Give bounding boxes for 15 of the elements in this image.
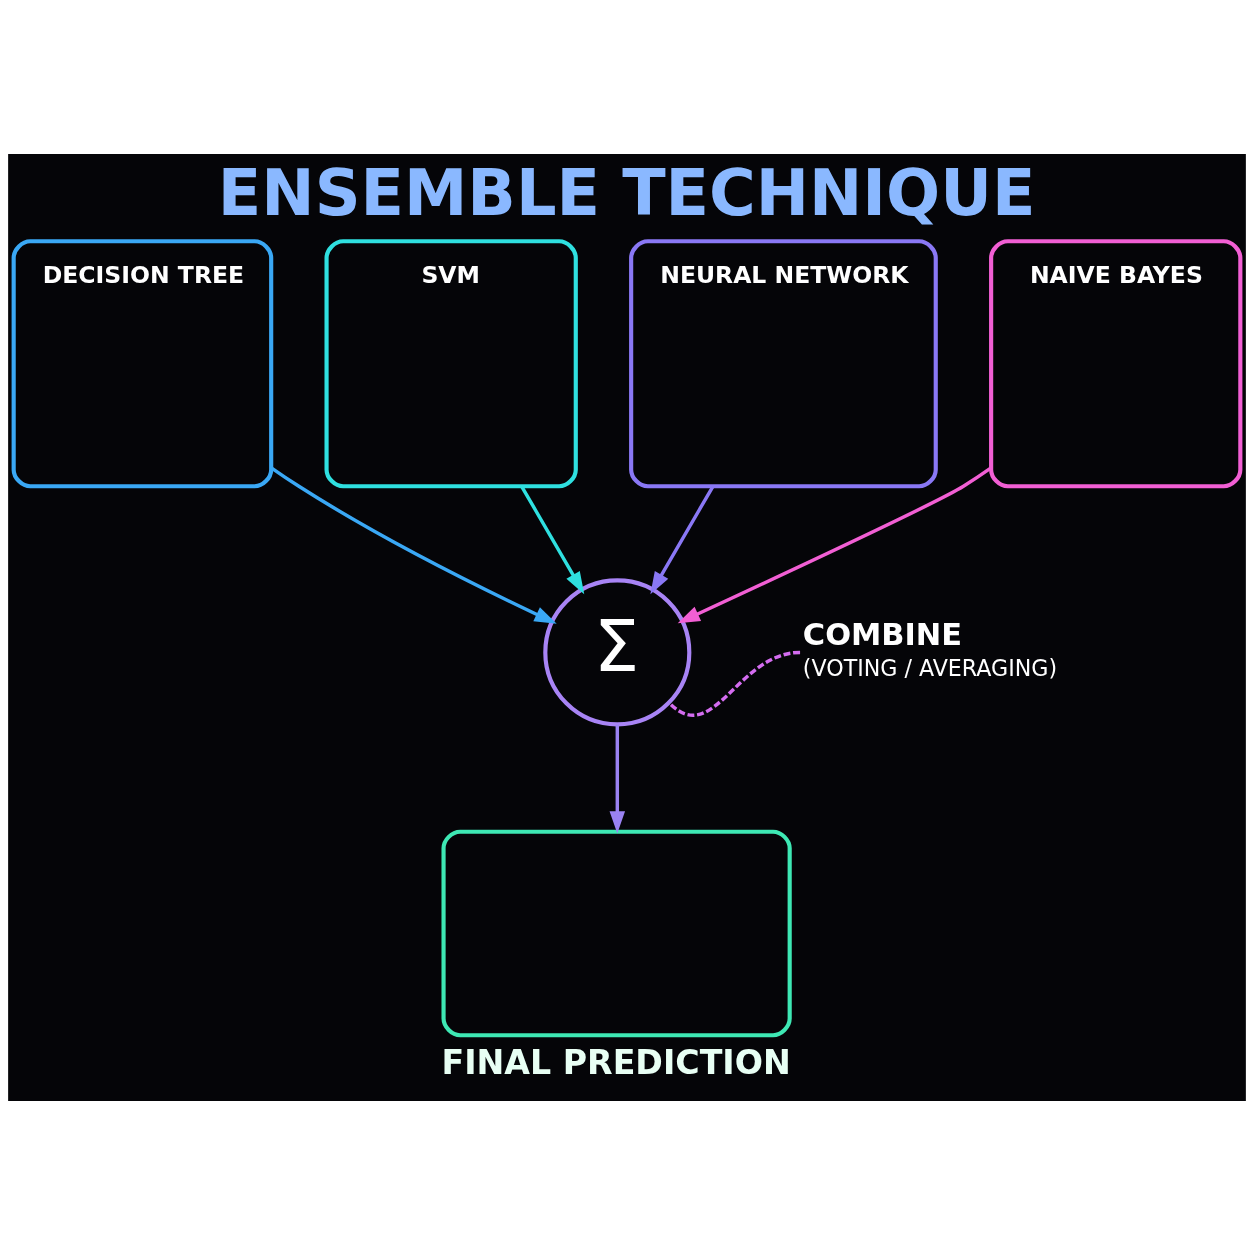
arrow <box>520 485 585 594</box>
node-box: NEURAL NETWORK <box>629 238 938 488</box>
arrow <box>650 485 715 594</box>
node-box: DECISION TREE <box>11 238 274 488</box>
connector <box>668 650 801 717</box>
node-label: FINAL PREDICTION <box>441 1042 791 1082</box>
node-circle: Σ <box>543 577 692 726</box>
diagram-title: ENSEMBLE TECHNIQUE <box>217 155 1036 230</box>
arrow <box>609 724 626 833</box>
node-box: NAIVE BAYES <box>989 238 1243 488</box>
arrow <box>677 466 993 623</box>
node-box: SVM <box>324 238 578 488</box>
node-text: COMBINE (VOTING / AVERAGING) <box>802 616 1058 681</box>
arrow <box>270 465 557 624</box>
node-box <box>441 829 792 1037</box>
